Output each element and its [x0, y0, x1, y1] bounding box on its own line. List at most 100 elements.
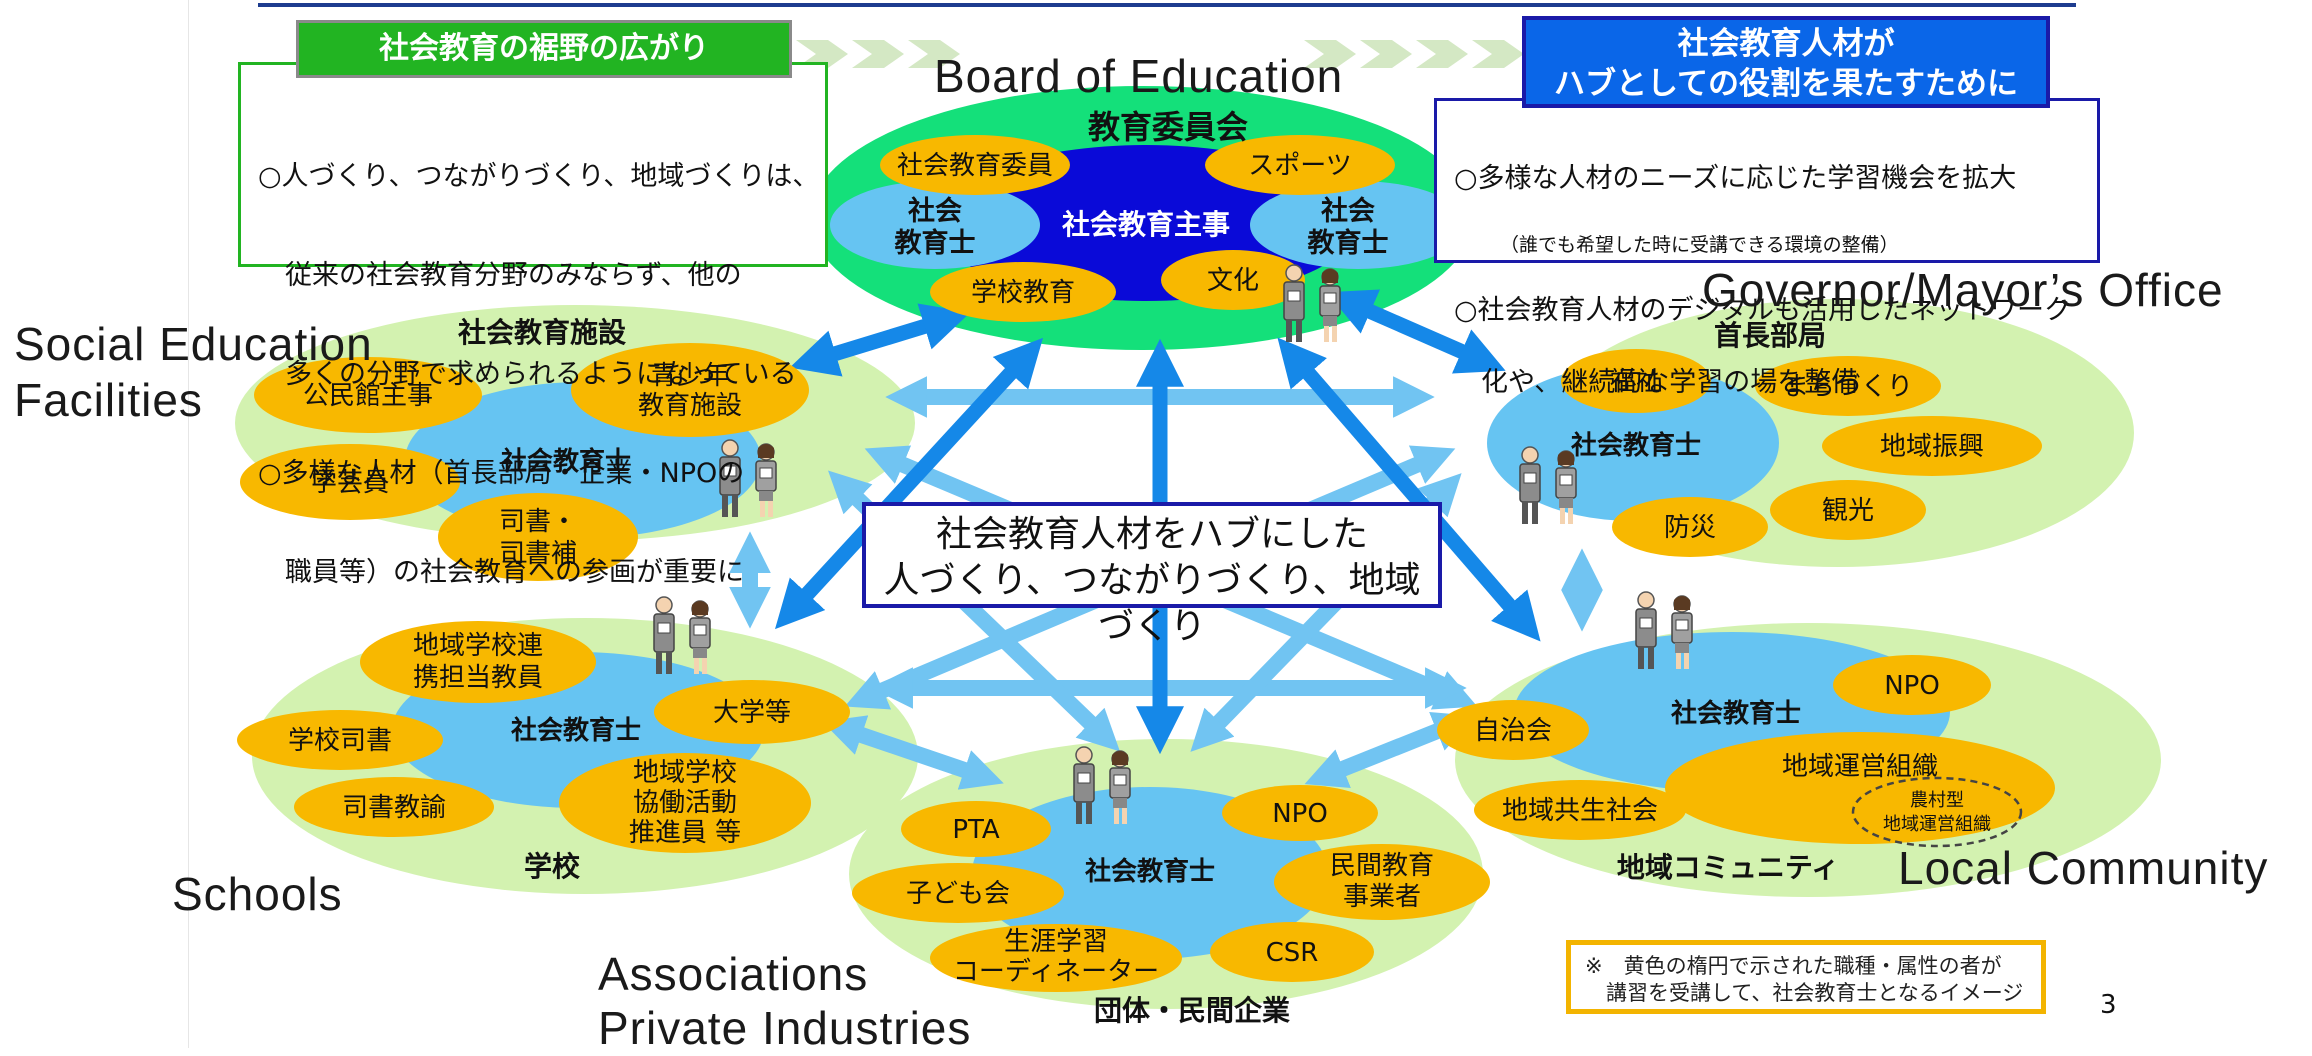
person-female-icon	[1109, 750, 1131, 824]
item-label: 青少年	[651, 361, 729, 391]
item-ellipse	[1274, 844, 1490, 920]
item-label: 地域運営組織	[1782, 752, 1938, 782]
person-male-icon	[653, 596, 675, 674]
person-pair-icon	[1073, 746, 1131, 824]
item-ellipse	[1770, 480, 1926, 540]
top-rule	[258, 3, 2076, 7]
arrow-board-facilities	[789, 303, 971, 377]
hub-center-line: 人づくり、つながりづくり、地域づくり	[883, 560, 1421, 647]
footnote-line: ※ 黄色の楕円で示された職種・属性の者が	[1585, 954, 2002, 978]
right-panel-line: 化や、継続的な学習の場を整備	[1454, 367, 1859, 398]
item-ellipse	[1612, 497, 1768, 557]
item-ellipse	[360, 621, 596, 703]
left-panel-line: 従来の社会教育分野のみならず、他の	[258, 260, 742, 291]
label-local-community: Local Community	[1898, 842, 2269, 894]
item-ellipse	[254, 357, 482, 433]
label-associations: Associations	[598, 948, 869, 1000]
person-male-icon	[1635, 591, 1657, 669]
item-ellipse	[1561, 349, 1711, 413]
dashed-label-1: 農村型	[1910, 790, 1964, 811]
item-ellipse	[237, 710, 443, 770]
right-panel-header: 社会教育人材が ハブとしての役割を果たすために	[1522, 16, 2050, 108]
blue-label-board-right-2: 教育士	[1308, 227, 1389, 259]
item-ellipse	[240, 444, 460, 520]
item-ellipse	[1822, 416, 2042, 476]
item-ellipse	[1833, 655, 1991, 715]
left-panel-line: ○人づくり、つながりづくり、地域づくりは、	[258, 161, 820, 192]
people-icons	[653, 264, 1693, 824]
arrow-board-schools	[774, 337, 1044, 630]
blue-label-board-left-1: 社会	[908, 195, 962, 227]
item-label: 観光	[1822, 496, 1874, 526]
item-label: 文化	[1207, 266, 1259, 296]
hub-center-line: 社会教育人材をハブにした	[935, 514, 1368, 555]
item-ellipse	[1205, 135, 1395, 195]
item-label: NPO	[1272, 799, 1328, 829]
label-schools: Schools	[172, 868, 343, 920]
item-ellipse	[654, 680, 850, 744]
center-label-governor: 社会教育士	[1571, 430, 1701, 461]
item-ellipse	[1437, 700, 1589, 760]
person-pair-icon	[1519, 446, 1577, 524]
dashed-ellipse	[1851, 776, 2023, 848]
item-ellipse	[1474, 780, 1686, 840]
person-female-icon	[1671, 595, 1693, 669]
board-arrows	[774, 289, 1541, 755]
blue-ellipse-board-right	[1250, 181, 1466, 269]
right-info-panel	[1434, 98, 2100, 263]
group-title-board: 教育委員会	[1088, 108, 1248, 146]
item-label: コーディネーター	[953, 957, 1159, 987]
item-label: 携担当教員	[413, 663, 543, 693]
item-label: 地域学校	[633, 758, 737, 788]
item-ellipse	[559, 753, 811, 853]
right-panel-header-line: ハブとしての役割を果たすために	[1553, 66, 2019, 102]
label-board-of-education: Board of Education	[934, 50, 1344, 102]
center-label-local: 社会教育士	[1671, 698, 1801, 729]
item-label: 学校教育	[971, 278, 1075, 308]
item-label: 司書補	[499, 539, 577, 569]
person-female-icon	[689, 600, 711, 674]
left-info-panel	[238, 62, 828, 267]
right-panel-line: ○多様な人材のニーズに応じた学習機会を拡大	[1454, 163, 2017, 194]
item-label: 事業者	[1343, 882, 1421, 912]
dashed-label-2: 地域運営組織	[1883, 814, 1991, 835]
person-male-icon	[1283, 264, 1305, 342]
item-label: 防災	[1664, 513, 1716, 543]
item-label: 学芸員	[311, 468, 389, 498]
item-ellipse	[1222, 785, 1378, 841]
page-number: 3	[2100, 990, 2117, 1020]
group-title-governor: 首長部局	[1714, 319, 1826, 352]
center-label-board: 社会教育主事	[1062, 208, 1230, 241]
item-ellipse	[438, 493, 638, 581]
item-label: NPO	[1884, 671, 1940, 701]
item-label: 生涯学習	[1004, 927, 1108, 957]
item-ellipse	[1665, 732, 2055, 844]
item-label: 民間教育	[1330, 851, 1434, 881]
item-label: 子ども会	[906, 879, 1010, 909]
group-title-facilities: 社会教育施設	[458, 316, 627, 349]
item-label: 地域共生社会	[1502, 796, 1658, 826]
item-ellipse	[571, 343, 809, 437]
right-panel-line: ○社会教育人材のデジタルも活用したネットワーク	[1454, 295, 2072, 326]
item-label: 協働活動	[633, 788, 737, 818]
label-governor-office: Governor/Mayor’s Office	[1702, 264, 2224, 316]
person-male-icon	[1519, 446, 1541, 524]
chevron-arrow-band	[796, 40, 1524, 68]
item-label: 地域学校連	[413, 631, 543, 661]
person-pair-icon	[1283, 264, 1341, 342]
item-ellipse	[901, 801, 1051, 857]
person-female-icon	[1319, 268, 1341, 342]
person-female-icon	[755, 443, 777, 517]
item-ellipse	[880, 135, 1070, 195]
item-ellipse	[930, 924, 1182, 992]
footnote-box: ※ 黄色の楕円で示された職種・属性の者が 講習を受講して、社会教育士となるイメー…	[1566, 940, 2046, 1014]
item-label: 社会教育委員	[897, 151, 1053, 181]
label-private-industries: Private Industries	[598, 1002, 972, 1054]
item-ellipse	[1755, 356, 1941, 416]
right-panel-body: ○多様な人材のニーズに応じた学習機会を拡大 （誰でも希望した時に受講できる環境の…	[1454, 124, 2094, 438]
right-panel-header-line: 社会教育人材が	[1677, 26, 1895, 62]
arrow-local-associations	[1304, 711, 1476, 789]
hub-center-box: 社会教育人材をハブにした 人づくり、つながりづくり、地域づくり	[862, 502, 1442, 647]
